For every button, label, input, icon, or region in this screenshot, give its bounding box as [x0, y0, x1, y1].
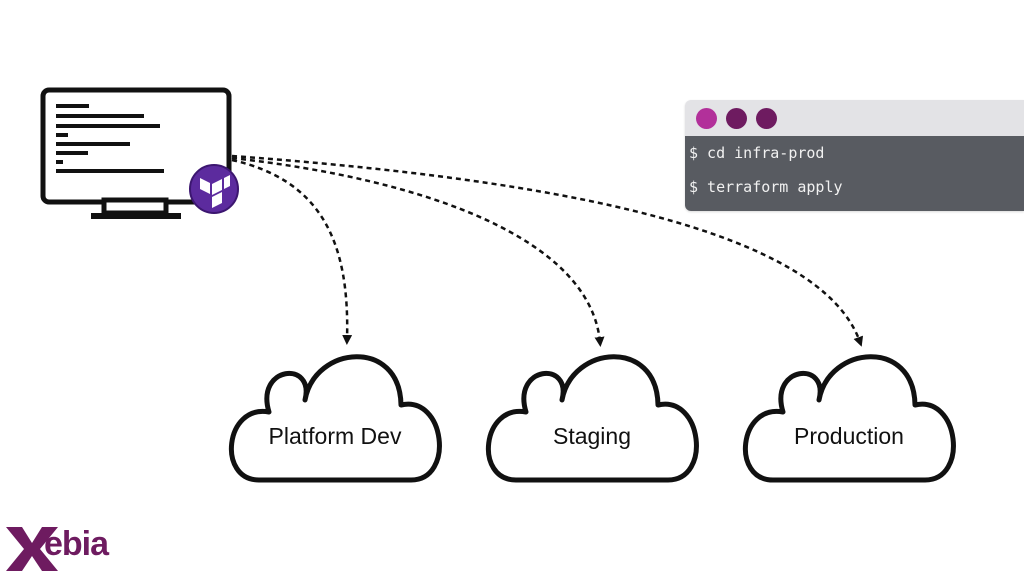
- computer-monitor-icon: [40, 87, 232, 219]
- terminal-command-line: $ cd infra-prod: [689, 144, 825, 162]
- cloud-label-platform-dev: Platform Dev: [268, 423, 402, 449]
- cloud-label-production: Production: [794, 423, 904, 449]
- cloud-platform-dev-icon: [228, 354, 442, 483]
- terraform-icon: [189, 164, 239, 214]
- terminal-body: $ cd infra-prod $ terraform apply: [685, 136, 1024, 211]
- cloud-label-staging: Staging: [552, 423, 631, 449]
- arrow-to-platform-dev: [231, 158, 353, 345]
- deploy-arrows: [231, 154, 864, 347]
- xebia-x-mark: [6, 527, 58, 571]
- window-maximize-dot[interactable]: [756, 108, 777, 129]
- terminal-window: $ cd infra-prod $ terraform apply: [685, 100, 1024, 211]
- xebia-logo-text: ebia: [44, 525, 109, 563]
- window-minimize-dot[interactable]: [726, 108, 747, 129]
- terminal-command-line: $ terraform apply: [689, 178, 843, 196]
- cloud-production-icon: [742, 354, 956, 483]
- arrow-to-staging: [231, 156, 605, 347]
- window-close-dot[interactable]: [696, 108, 717, 129]
- terminal-titlebar: [685, 100, 1024, 136]
- cloud-staging-icon: [485, 354, 699, 483]
- arrow-to-production: [231, 154, 864, 347]
